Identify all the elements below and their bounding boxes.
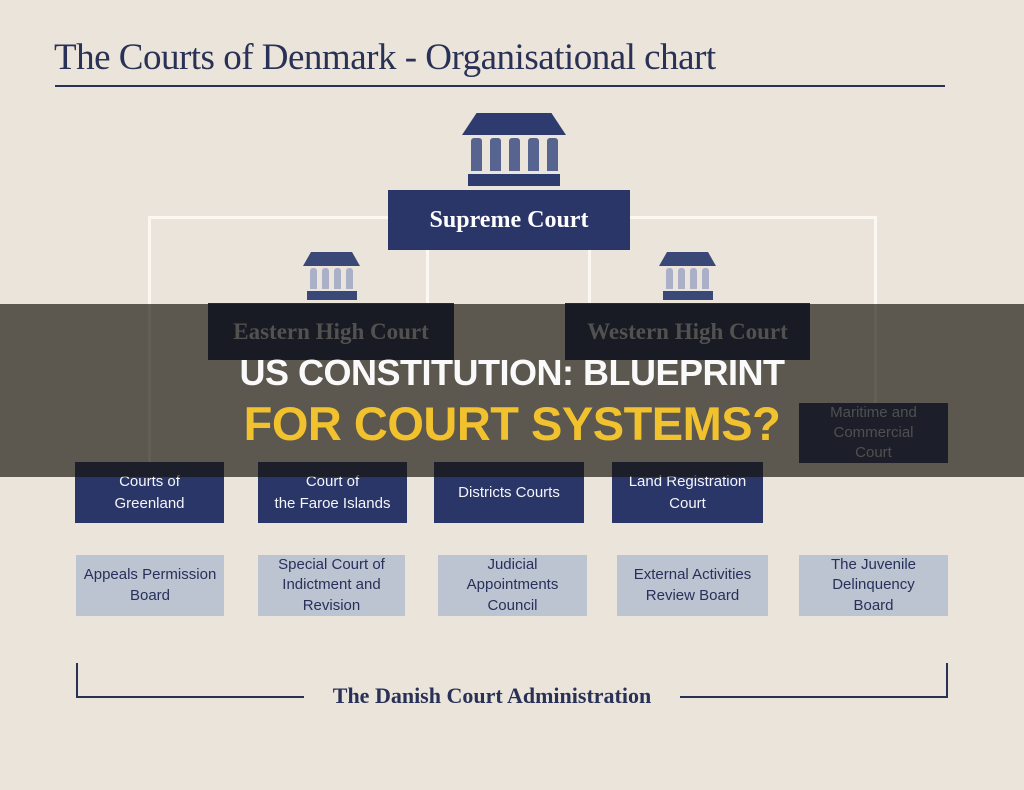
node-supreme-court: Supreme Court <box>388 190 630 250</box>
courthouse-base <box>306 291 357 300</box>
courthouse-icon <box>303 252 360 300</box>
node-juvenile-delinquency-board: The Juvenile Delinquency Board <box>799 555 948 616</box>
courthouse-roof <box>303 252 360 266</box>
footer-bracket-right <box>946 663 948 698</box>
title-underline <box>55 85 945 87</box>
footer-rule-left <box>76 696 304 698</box>
footer-rule-right <box>680 696 948 698</box>
courthouse-icon <box>462 113 566 186</box>
footer-bracket-left <box>76 663 78 698</box>
courthouse-columns <box>666 268 709 289</box>
banner-overlay <box>0 304 1024 477</box>
courthouse-base <box>468 174 560 186</box>
courthouse-base <box>662 291 713 300</box>
connector-supreme-eastern <box>426 250 429 304</box>
footer-title: The Danish Court Administration <box>332 683 652 708</box>
banner-caption-line1: US CONSTITUTION: BLUEPRINT <box>239 352 785 393</box>
page-title: The Courts of Denmark - Organisational c… <box>54 37 716 78</box>
courthouse-roof <box>659 252 716 266</box>
courthouse-columns <box>310 268 353 289</box>
banner-caption-line2: FOR COURT SYSTEMS? <box>243 397 781 450</box>
node-judicial-appointments-council: Judicial Appointments Council <box>438 555 587 616</box>
courthouse-roof <box>462 113 566 135</box>
node-external-activities-review-board: External Activities Review Board <box>617 555 768 616</box>
courthouse-icon <box>659 252 716 300</box>
node-special-court-indictment-revision: Special Court of Indictment and Revision <box>258 555 405 616</box>
connector-supreme-western <box>588 250 591 304</box>
node-appeals-permission-board: Appeals Permission Board <box>76 555 224 616</box>
courthouse-columns <box>470 138 558 171</box>
